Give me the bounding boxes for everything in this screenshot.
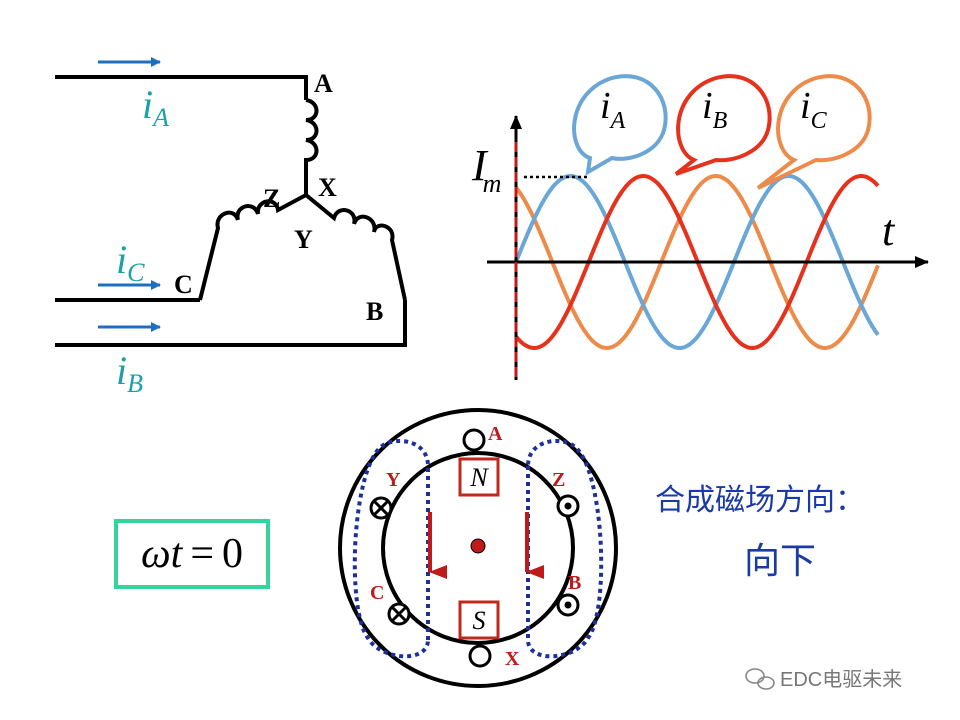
watermark-text: EDC电驱未来 (780, 668, 902, 691)
coil-a (304, 98, 319, 172)
callout-ia-label: iA (600, 85, 626, 134)
callout-ib-label: iB (702, 85, 728, 134)
waveform-curves (514, 173, 880, 351)
conductor-b-dot (556, 593, 580, 617)
slot-y-label: Y (386, 469, 401, 491)
waveform-plot: t Im iA iB iC (471, 74, 929, 382)
terminal-b-label: B (366, 297, 383, 326)
peak-label: Im (471, 141, 501, 198)
slot-x-label: X (505, 648, 520, 670)
formula-text: ωt=0 (141, 531, 243, 577)
terminal-y-label: Y (294, 225, 313, 254)
slot-a-label: A (488, 423, 503, 445)
line-a-wire (55, 75, 308, 100)
watermark: EDC电驱未来 (745, 668, 902, 691)
wave-ib (514, 174, 880, 351)
callout-ib: iB (674, 74, 772, 176)
conductor-a (462, 428, 486, 452)
wechat-icon (745, 668, 775, 690)
current-labels: iA iC iB (116, 82, 169, 398)
rotor-circle (381, 451, 575, 645)
terminal-x-label: X (318, 173, 337, 202)
slot-b-label: B (568, 572, 581, 594)
caption-line2: 向下 (744, 541, 816, 582)
rotor-center (470, 538, 486, 554)
slot-c-label: C (370, 582, 384, 604)
motor-cross-section: N S A X Y Z C B (338, 408, 618, 688)
current-label-b: iB (116, 348, 143, 398)
callout-ic-label: iC (800, 85, 828, 134)
time-axis-label: t (882, 206, 896, 255)
conductor-x (468, 644, 492, 668)
stator-outer (338, 408, 618, 688)
callout-ia: iA (572, 74, 668, 176)
south-pole-box (458, 600, 500, 640)
conductor-c-cross (387, 602, 411, 626)
south-pole-label: S (473, 606, 486, 635)
formula-box: ωt=0 (114, 519, 270, 589)
north-pole-label: N (469, 463, 489, 492)
coil-c-branch (198, 193, 307, 301)
callout-ic: iC (756, 74, 872, 190)
terminal-c-label: C (174, 270, 193, 299)
y-connection-circuit (55, 75, 407, 347)
current-label-a: iA (142, 82, 169, 132)
coil-b-branch (304, 193, 407, 301)
current-arrows (98, 57, 161, 332)
caption-line1: 合成磁场方向： (655, 483, 865, 518)
current-label-c: iC (116, 237, 145, 287)
terminal-labels: A X Z Y C B (174, 69, 383, 326)
conductor-z-dot (556, 494, 580, 518)
slot-z-label: Z (552, 469, 565, 491)
terminal-a-label: A (314, 69, 333, 98)
conductor-y-cross (369, 496, 393, 520)
wave-ia (514, 173, 880, 351)
north-pole-box (458, 457, 500, 497)
line-b-wire (55, 300, 407, 347)
slot-labels: A X Y Z C B (370, 423, 581, 670)
wave-ic (514, 173, 880, 350)
terminal-z-label: Z (263, 184, 280, 213)
